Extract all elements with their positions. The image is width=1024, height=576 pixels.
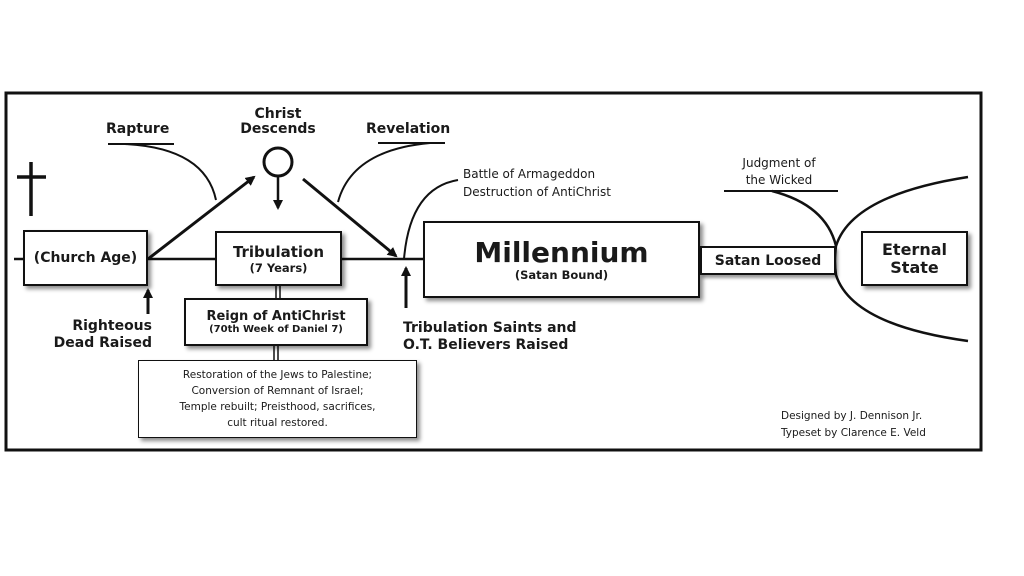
restoration-line: cult ritual restored. [227,417,328,429]
eternal-state-line: Eternal [882,239,947,259]
trib-saints-label: Tribulation Saints and O.T. Believers Ra… [403,320,577,353]
revelation-arrow [302,177,398,258]
rapture-curve [124,143,217,201]
antichrist-subtitle: (70th Week of Daniel 7) [209,324,343,335]
eternal-state-line: State [890,257,939,277]
outer-frame [4,91,983,452]
armageddon-label: Battle of Armageddon Destruction of Anti… [463,167,611,199]
millennium-title: Millennium [474,235,649,269]
rapture-label: Rapture [106,121,170,137]
tribulation-box: Tribulation (7 Years) [215,231,342,286]
credits: Designed by J. Dennison Jr. Typeset by C… [781,408,926,442]
restoration-line: Temple rebuilt; Preisthood, sacrifices, [179,401,376,413]
millennium-box: Millennium (Satan Bound) [423,221,700,298]
revelation-label: Revelation [366,121,451,137]
tribulation-title: Tribulation [232,242,325,261]
designed-by: Designed by J. Dennison Jr. [781,410,923,422]
satan-loosed-label: Satan Loosed [714,252,822,269]
righteous-dead-label: Righteous Dead Raised [53,318,152,351]
millennium-subtitle: (Satan Bound) [514,267,609,282]
antichrist-restoration-connector [273,346,279,360]
judgment-curve [771,189,838,247]
cross-icon [17,162,46,216]
rapture-arrow [147,175,256,261]
christ-descends-label: Christ Descends [240,106,316,137]
church-age-label: (Church Age) [33,250,138,266]
revelation-curve [337,142,431,203]
restoration-box: Restoration of the Jews to Palestine; Co… [138,360,417,438]
circle-descent-icon [262,146,294,210]
typeset-by: Typeset by Clarence E. Veld [781,427,926,439]
armageddon-curve [403,179,459,260]
tribulation-antichrist-connector [275,286,281,298]
judgment-label: Judgment of the Wicked [742,156,816,187]
church-age-box: (Church Age) [23,230,148,286]
restoration-line: Restoration of the Jews to Palestine; [182,369,373,381]
satan-loosed-box: Satan Loosed [700,246,836,275]
eternal-state-box: Eternal State [861,231,968,286]
tribulation-subtitle: (7 Years) [249,260,308,275]
antichrist-box: Reign of AntiChrist (70th Week of Daniel… [184,298,368,346]
restoration-line: Conversion of Remnant of Israel; [191,385,364,397]
antichrist-title: Reign of AntiChrist [206,309,346,324]
